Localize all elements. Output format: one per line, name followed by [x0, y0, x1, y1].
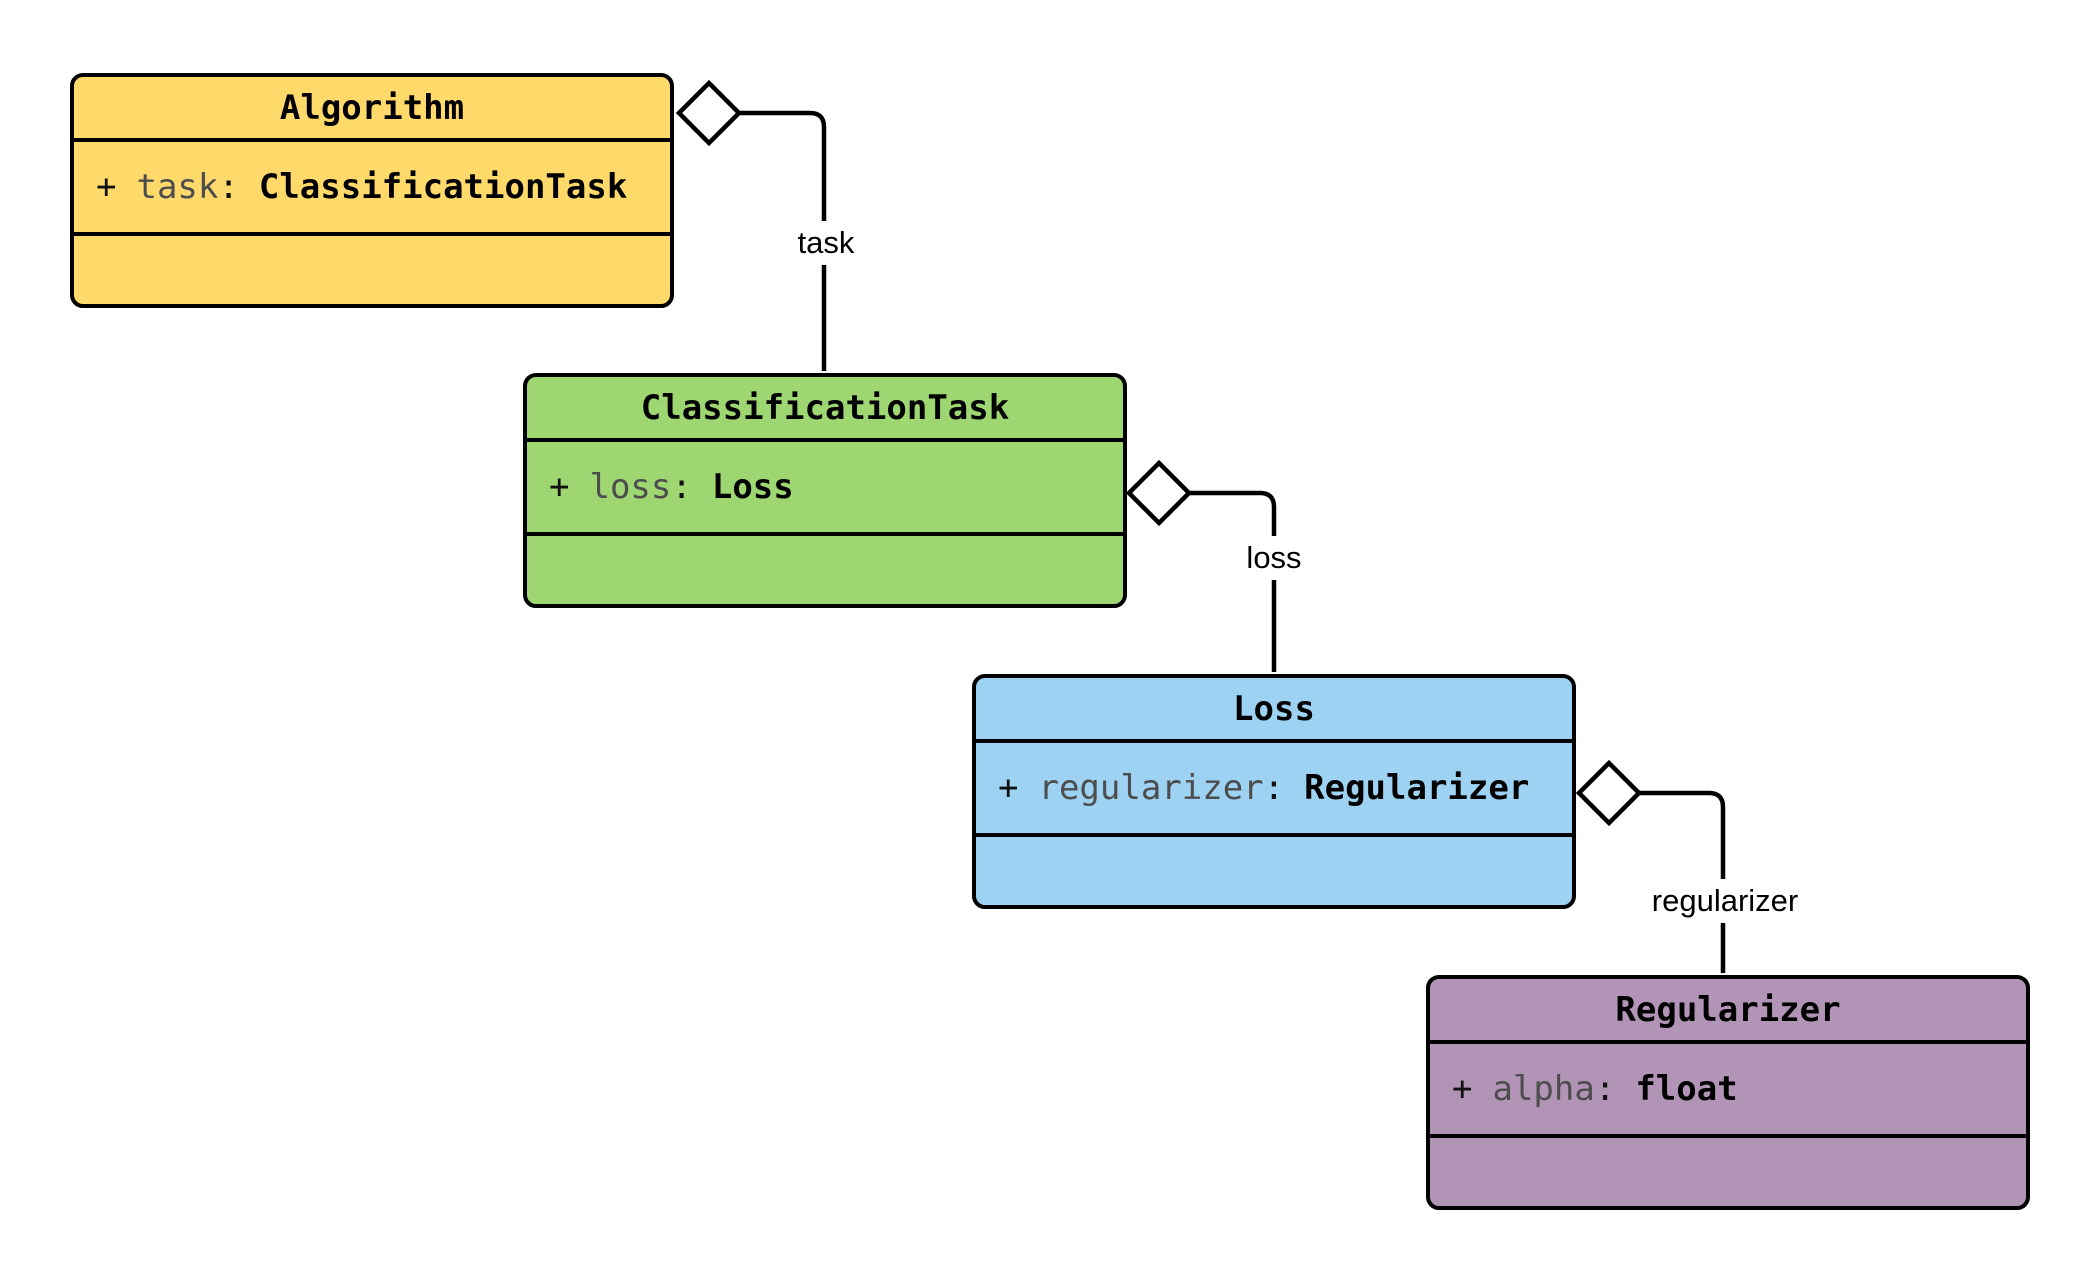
class-title: ClassificationTask — [640, 387, 1010, 428]
attr-colon: : — [1263, 768, 1285, 808]
class-box-classificationtask: ClassificationTask + loss: Loss — [523, 373, 1127, 608]
class-box-loss: Loss + regularizer: Regularizer — [972, 674, 1576, 909]
attr-name: alpha — [1492, 1069, 1595, 1109]
attr-colon: : — [671, 467, 692, 507]
edge-label-task: task — [788, 221, 864, 265]
edge-loss — [1190, 490, 1277, 672]
edge-label-regularizer: regularizer — [1642, 879, 1808, 923]
attr-name: task — [136, 167, 219, 207]
class-attributes: + alpha: float — [1430, 1040, 2026, 1138]
attr-name: loss — [589, 467, 672, 507]
attr-visibility: + — [549, 467, 570, 507]
edge-label-loss: loss — [1237, 536, 1311, 580]
class-box-regularizer: Regularizer + alpha: float — [1426, 975, 2030, 1210]
attr-visibility: + — [1452, 1069, 1473, 1109]
attr-type: Regularizer — [1304, 768, 1530, 808]
attr-type: ClassificationTask — [258, 167, 628, 207]
class-title: Loss — [1233, 688, 1315, 729]
class-methods-empty — [74, 236, 670, 304]
class-title: Regularizer — [1615, 989, 1841, 1030]
attr-colon: : — [1594, 1069, 1616, 1109]
attr-visibility: + — [998, 768, 1019, 808]
attr-visibility: + — [96, 167, 117, 207]
aggregation-diamond-regularizer — [1575, 759, 1643, 827]
aggregation-diamond-task — [675, 79, 743, 147]
class-attributes: + loss: Loss — [527, 438, 1123, 536]
class-attributes: + regularizer: Regularizer — [976, 739, 1572, 837]
class-box-algorithm: Algorithm + task: ClassificationTask — [70, 73, 674, 308]
attr-colon: : — [218, 167, 239, 207]
class-attributes: + task: ClassificationTask — [74, 138, 670, 236]
aggregation-diamond-loss — [1125, 459, 1193, 527]
attr-type: Loss — [711, 467, 794, 507]
class-title: Algorithm — [279, 87, 465, 128]
class-methods-empty — [1430, 1138, 2026, 1206]
class-methods-empty — [527, 536, 1123, 604]
attr-name: regularizer — [1038, 768, 1264, 808]
attr-type: float — [1635, 1069, 1738, 1109]
class-methods-empty — [976, 837, 1572, 905]
